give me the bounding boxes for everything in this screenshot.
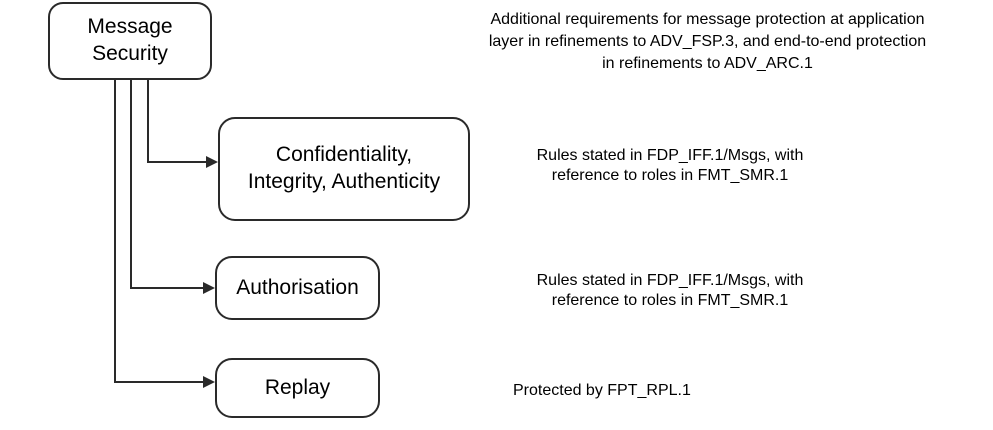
arrowhead-authorisation-icon [203, 282, 215, 294]
connector-authorisation [130, 80, 204, 289]
arrowhead-replay-icon [203, 376, 215, 388]
node-authorisation: Authorisation [215, 256, 380, 320]
annotation-top: Additional requirements for message prot… [488, 11, 927, 72]
node-replay: Replay [215, 358, 380, 418]
annotation-confidentiality: Rules stated in FDP_IFF.1/Msgs, with ref… [536, 147, 804, 184]
connector-confidentiality [147, 80, 207, 163]
annotation-replay: Protected by FPT_RPL.1 [513, 382, 691, 399]
arrowhead-confidentiality-icon [206, 156, 218, 168]
node-message-security: Message Security [48, 2, 212, 80]
connector-replay [114, 80, 204, 383]
annotation-authorisation: Rules stated in FDP_IFF.1/Msgs, with ref… [536, 272, 804, 309]
node-confidentiality-integrity-authenticity: Confidentiality, Integrity, Authenticity [218, 117, 470, 221]
